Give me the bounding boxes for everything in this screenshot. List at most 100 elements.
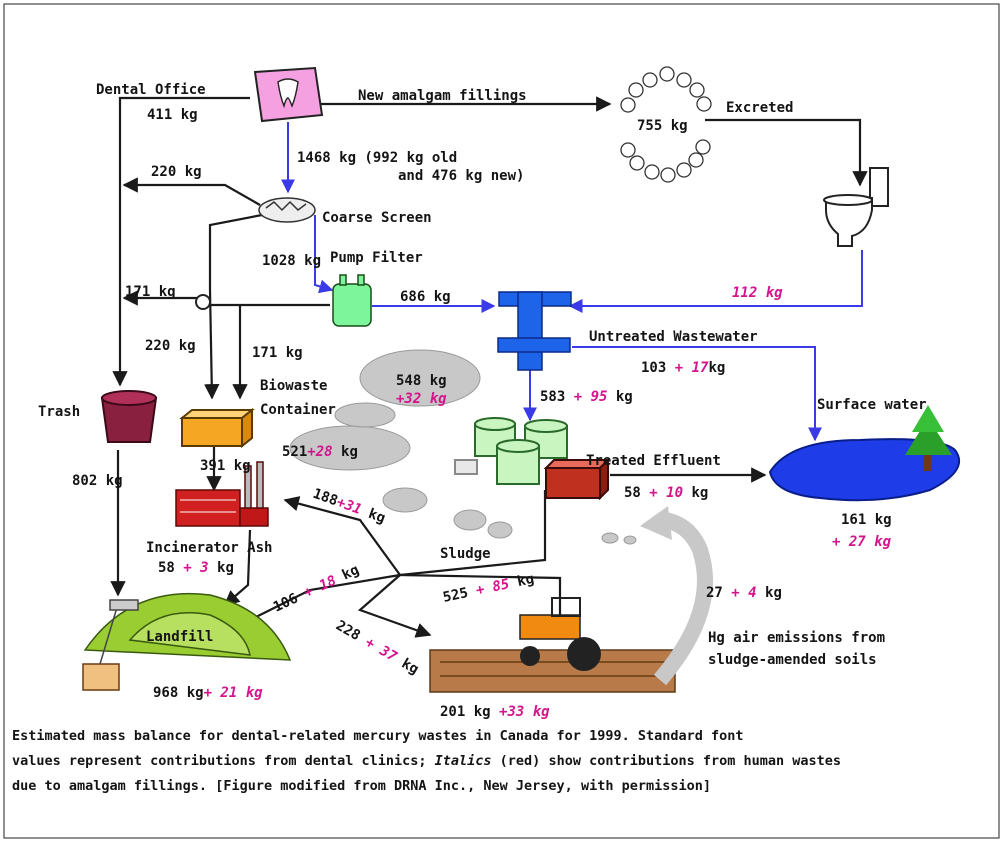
label-segment: 201 kg bbox=[440, 704, 499, 720]
label-segment: 103 bbox=[641, 360, 675, 376]
label-hg-air-2: sludge-amended soils bbox=[708, 652, 877, 668]
label-segment: 525 bbox=[442, 583, 478, 606]
surface-water-icon bbox=[768, 405, 961, 502]
wastewater-pipe-icon bbox=[497, 291, 572, 371]
label-teeth-kg: 755 kg bbox=[637, 118, 688, 134]
label-lf-106: 106 + 18 kg bbox=[271, 562, 362, 616]
treatment-tanks-icon bbox=[454, 417, 568, 485]
label-segment: kg bbox=[340, 562, 362, 584]
label-segment: 968 kg bbox=[153, 685, 204, 701]
label-dental-office-kg: 411 kg bbox=[147, 107, 198, 123]
label-sw-161: 161 kg bbox=[841, 512, 892, 528]
label-pump-in: 1028 kg bbox=[262, 253, 321, 269]
diagram-labels: Dental Office 411 kg New amalgam filling… bbox=[38, 82, 927, 720]
label-sw-27: + 27 kg bbox=[832, 534, 892, 550]
label-cloud-548-red: +32 kg bbox=[396, 391, 447, 407]
label-treated-kg: 58 + 10 kg bbox=[624, 485, 708, 501]
label-trash-802: 802 kg bbox=[72, 473, 123, 489]
caption-line-1: Estimated mass balance for dental-relate… bbox=[12, 728, 744, 744]
toilet-icon bbox=[823, 167, 889, 247]
label-surface-water: Surface water bbox=[817, 397, 927, 413]
teeth-arch-icon bbox=[620, 66, 712, 183]
label-segment: 58 bbox=[624, 485, 649, 501]
label-excreted: Excreted bbox=[726, 100, 793, 116]
cloud-icons bbox=[289, 349, 637, 545]
incinerator-icon bbox=[175, 461, 269, 527]
label-farm-kg: 201 kg +33 kg bbox=[440, 704, 550, 720]
label-sludge: Sludge bbox=[440, 546, 491, 562]
label-segment: kg bbox=[399, 656, 422, 678]
air-emission-arrow bbox=[640, 506, 713, 686]
label-screen-in-2: and 476 kg new) bbox=[398, 168, 524, 184]
label-landfill-kg: 968 kg+ 21 kg bbox=[153, 685, 263, 701]
label-segment: + 18 bbox=[301, 569, 346, 601]
label-pump-filter: Pump Filter bbox=[330, 250, 423, 266]
tractor-field-icon bbox=[429, 597, 676, 693]
label-trash-220-top: 220 kg bbox=[151, 164, 202, 180]
label-untreated: Untreated Wastewater bbox=[589, 329, 758, 345]
pump-filter-icon bbox=[332, 274, 372, 327]
label-sludge-188: 188+31 kg bbox=[311, 486, 388, 527]
label-segment: 521 bbox=[282, 444, 307, 460]
label-segment: + 37 bbox=[362, 634, 407, 669]
label-coarse-screen: Coarse Screen bbox=[322, 210, 432, 226]
label-trash: Trash bbox=[38, 404, 80, 420]
label-segment: 58 bbox=[158, 560, 183, 576]
label-bio-171: 171 kg bbox=[252, 345, 303, 361]
label-incin-kg: 58 + 3 kg bbox=[158, 560, 234, 576]
label-screen-in: 1468 kg (992 kg old bbox=[297, 150, 457, 166]
label-dental-office: Dental Office bbox=[96, 82, 206, 98]
label-biowaste-2: Container bbox=[260, 402, 336, 418]
label-cloud-521: 521+28 kg bbox=[282, 444, 358, 460]
label-segment: + 21 kg bbox=[204, 685, 264, 701]
label-cloud-548: 548 kg bbox=[396, 373, 447, 389]
label-treated: Treated Effluent bbox=[586, 453, 721, 469]
label-segment: kg bbox=[683, 485, 708, 501]
label-segment: (red) show contributions from human wast… bbox=[492, 753, 842, 769]
biowaste-container-icon bbox=[179, 407, 255, 449]
label-air-27: 27 + 4 kg bbox=[706, 585, 782, 601]
figure-caption: Estimated mass balance for dental-relate… bbox=[12, 728, 841, 794]
label-segment: 583 bbox=[540, 389, 565, 405]
label-segment: + 4 bbox=[731, 585, 756, 601]
black-flow-lines bbox=[110, 96, 868, 638]
label-toilet-kg: 112 kg bbox=[732, 285, 783, 301]
trash-can-icon bbox=[100, 390, 158, 443]
junction-icon bbox=[195, 294, 211, 310]
blue-flow-lines bbox=[281, 122, 863, 442]
caption-line-3: due to amalgam fillings. [Figure modifie… bbox=[12, 778, 711, 794]
label-new-amalgam: New amalgam fillings bbox=[358, 88, 527, 104]
label-segment: kg bbox=[757, 585, 782, 601]
label-segment: kg bbox=[516, 571, 536, 590]
label-segment: Italics bbox=[435, 753, 492, 769]
label-segment: +33 kg bbox=[499, 704, 550, 720]
figure-border bbox=[3, 3, 1000, 839]
label-plant-583: 583 + 95 kg bbox=[540, 389, 633, 405]
label-segment: values represent contributions from dent… bbox=[12, 753, 435, 769]
label-segment: +28 bbox=[307, 444, 332, 460]
label-left-171: 171 kg bbox=[125, 284, 176, 300]
label-kg-391: 391 kg bbox=[200, 458, 251, 474]
label-segment: + 3 bbox=[183, 560, 208, 576]
label-landfill: Landfill bbox=[146, 629, 213, 645]
label-segment: kg bbox=[708, 360, 725, 376]
label-left-220: 220 kg bbox=[145, 338, 196, 354]
label-hg-air-1: Hg air emissions from bbox=[708, 630, 885, 646]
label-biowaste-1: Biowaste bbox=[260, 378, 327, 394]
caption-line-2: values represent contributions from dent… bbox=[12, 753, 841, 769]
landfill-icon bbox=[82, 592, 292, 691]
label-segment: kg bbox=[209, 560, 234, 576]
label-segment: kg bbox=[333, 444, 358, 460]
label-segment: + 95 bbox=[565, 389, 616, 405]
label-untreated-kg: 103 + 17kg bbox=[641, 360, 725, 376]
label-segment: kg bbox=[616, 389, 633, 405]
effluent-box-icon bbox=[543, 457, 611, 501]
label-segment: + 85 bbox=[474, 574, 519, 598]
label-segment: + 10 bbox=[649, 485, 683, 501]
label-segment: + 17 bbox=[675, 360, 709, 376]
label-sludge-525: 525 + 85 kg bbox=[442, 571, 536, 606]
dental-office-icon bbox=[253, 66, 324, 123]
coarse-screen-icon bbox=[258, 197, 316, 223]
label-incin-ash: Incinerator Ash bbox=[146, 540, 272, 556]
